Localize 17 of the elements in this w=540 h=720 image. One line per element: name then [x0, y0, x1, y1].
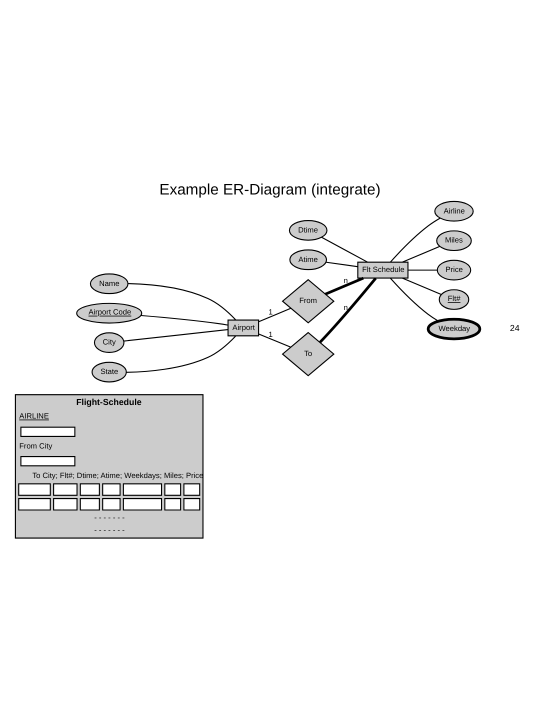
connector — [140, 314, 228, 326]
connector — [326, 261, 358, 267]
connector — [258, 307, 292, 322]
connector — [126, 335, 236, 372]
connector — [319, 276, 377, 343]
connector — [324, 276, 364, 295]
connector — [402, 277, 442, 294]
connector — [390, 217, 440, 262]
label: 24 — [510, 322, 520, 333]
connector — [128, 282, 236, 320]
connector — [321, 236, 368, 262]
connector — [408, 269, 438, 270]
connector — [402, 245, 440, 262]
connector — [390, 277, 439, 322]
diagram-title: Example ER-Diagram (integrate) — [159, 181, 381, 198]
connector — [124, 328, 228, 342]
connector — [258, 333, 291, 348]
